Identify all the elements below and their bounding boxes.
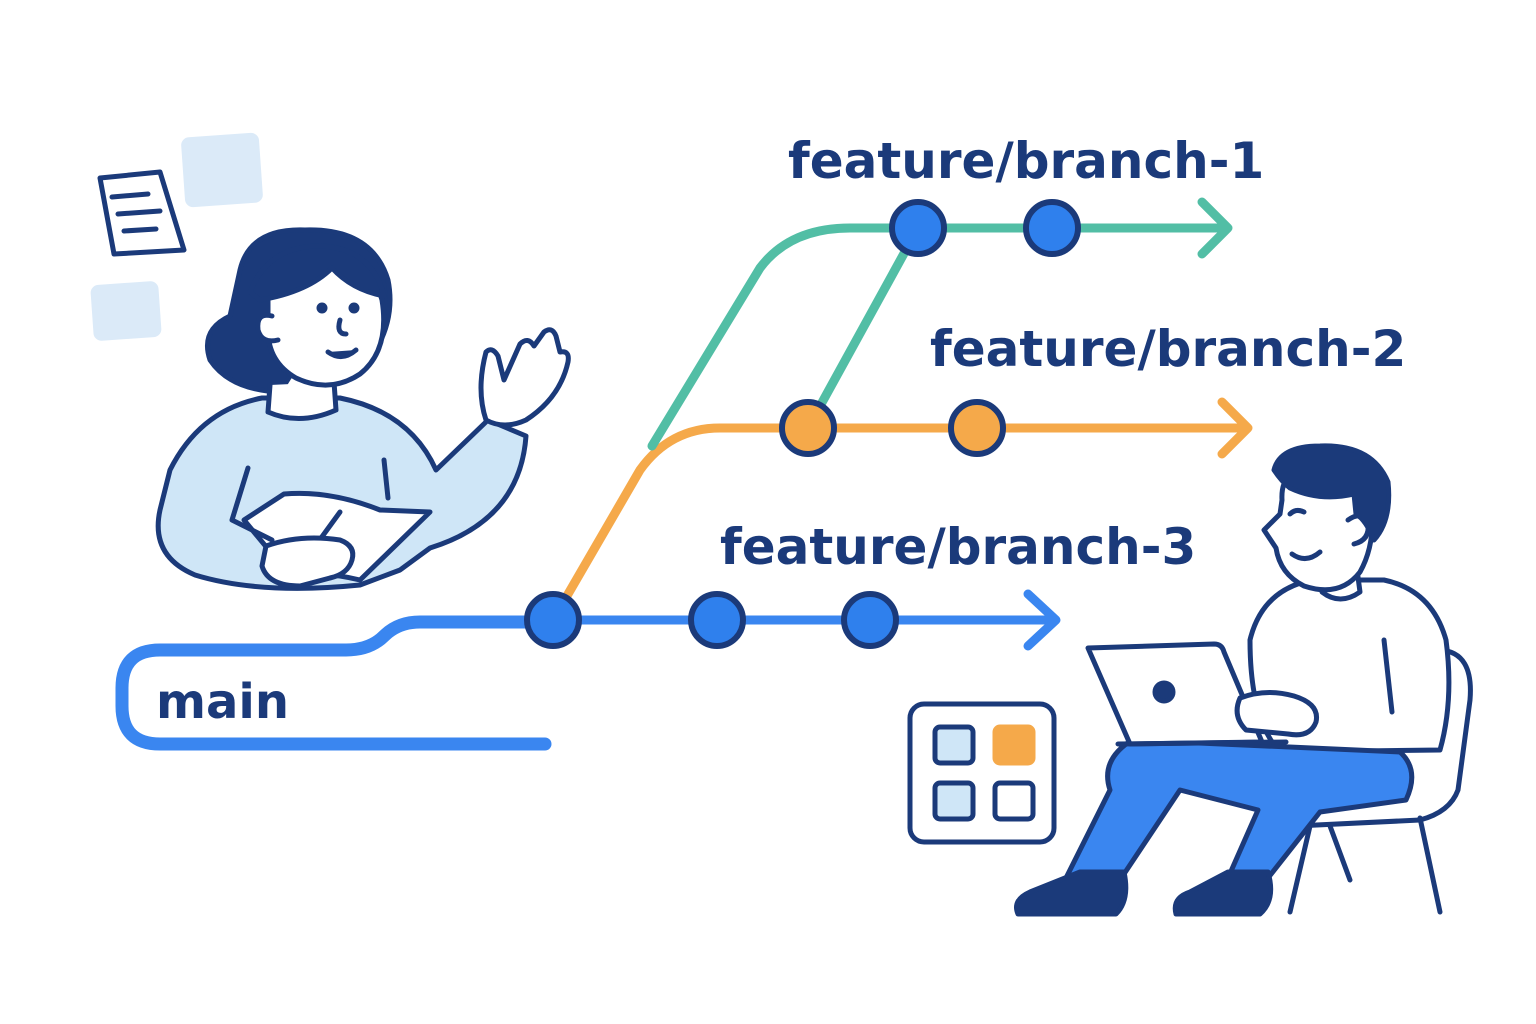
branch-2-line <box>548 423 1251 625</box>
branch-2-arrow <box>1217 397 1253 459</box>
branch-2-label: feature/branch-2 <box>930 320 1406 378</box>
branch-1-label: feature/branch-1 <box>788 132 1264 190</box>
branch-1-arrow <box>1197 197 1233 259</box>
woman-reading-figure <box>155 227 571 591</box>
commit-branch-1-a <box>889 199 947 257</box>
commit-branch-2-b <box>948 399 1006 457</box>
main-branch-line <box>115 615 560 751</box>
branch-1-connector <box>803 223 923 433</box>
branch-3-label: feature/branch-3 <box>720 518 1196 576</box>
main-branch-label: main <box>156 674 289 730</box>
branch-3-arrow <box>1023 589 1061 651</box>
commit-branch-3-b <box>841 591 899 649</box>
man-laptop-figure <box>1014 443 1473 917</box>
app-grid-icon <box>907 701 1057 845</box>
branch-graph <box>115 197 1253 751</box>
commit-branch-1-b <box>1023 199 1081 257</box>
notes-icon <box>90 132 263 341</box>
commit-main-root <box>524 591 582 649</box>
commit-branch-3-a <box>688 591 746 649</box>
laptop-icon <box>1085 641 1289 747</box>
commits <box>524 199 1081 649</box>
branch-1-line <box>647 223 1231 451</box>
commit-branch-2-a <box>779 399 837 457</box>
